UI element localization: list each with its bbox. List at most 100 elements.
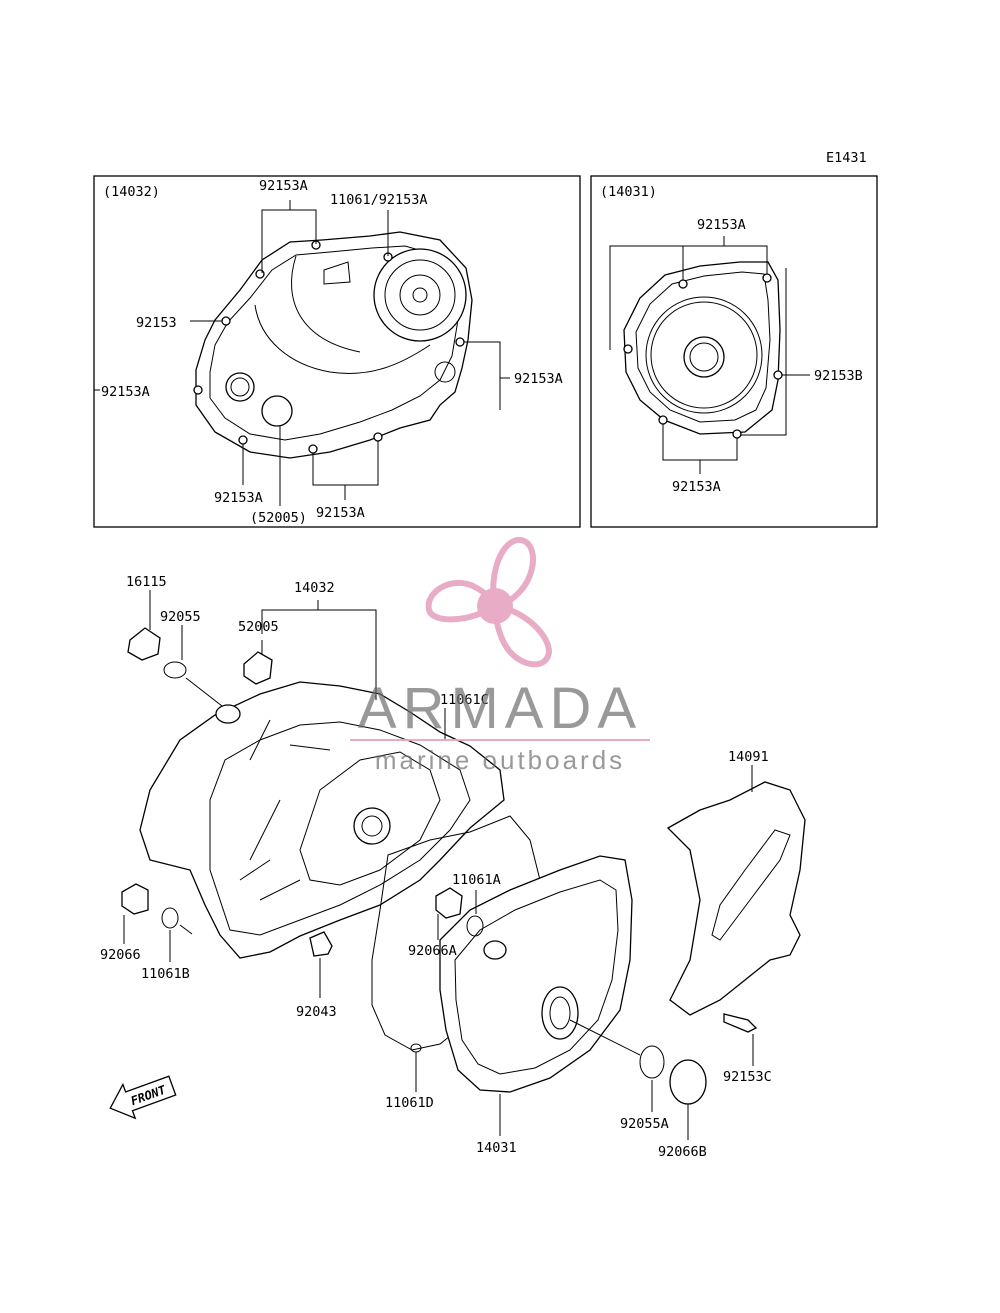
leader-92153A-top-right — [609, 236, 768, 350]
bolt-hole — [373, 432, 383, 442]
watermark-brand: ARMADA — [358, 676, 642, 741]
plug-hole-1-inner — [230, 377, 250, 397]
inset-left-frame — [93, 175, 581, 528]
plug-hole-2 — [261, 395, 293, 427]
label-14091: 14091 — [728, 749, 769, 765]
label-11061-92153A: 11061/92153A — [330, 192, 428, 208]
bolt-hole — [762, 273, 772, 283]
gen-cover-plug-inner — [689, 342, 719, 372]
plug-hole-1 — [225, 372, 255, 402]
label-92055: 92055 — [160, 609, 201, 625]
cover-rib — [254, 304, 431, 374]
bolt-92153C — [723, 1013, 758, 1033]
clutch-boss-inner — [399, 274, 441, 316]
watermark-logo: ARMADA marine outboards — [350, 537, 650, 775]
label-92066B: 92066B — [658, 1144, 707, 1160]
timing-hole — [541, 986, 579, 1040]
label-92153B: 92153B — [814, 368, 863, 384]
leader-92055-to-cover — [185, 677, 223, 707]
figure-code: E1431 — [826, 150, 867, 166]
label-16115: 16115 — [126, 574, 167, 590]
leader-92153B — [741, 268, 810, 436]
label-14032: 14032 — [294, 580, 335, 596]
gen-cover-dome-inner — [650, 301, 758, 409]
propeller-hub — [477, 588, 513, 624]
clutch-boss-center — [412, 287, 428, 303]
leader-92153A-bottom-right — [662, 424, 738, 474]
label-92153A-bottom-left: 92153A — [214, 490, 263, 506]
label-92153A-bottom: 92153A — [316, 505, 365, 521]
bolt-hole — [308, 444, 318, 454]
label-92153: 92153 — [136, 315, 177, 331]
leader-11061B-dash — [179, 924, 193, 935]
leader-timing-to-oring — [569, 1019, 641, 1056]
oil-seal-boss-inner — [361, 815, 383, 837]
propeller-blade — [491, 602, 553, 668]
label-11061D: 11061D — [385, 1095, 434, 1111]
exploded-view: 16115 92055 14032 52005 11061C 14091 110… — [100, 574, 806, 1160]
bolt-hole — [193, 385, 203, 395]
timing-hole-inner — [549, 996, 571, 1030]
cap-16115 — [127, 627, 161, 661]
chain-cover-slot — [711, 829, 791, 941]
label-92055A: 92055A — [620, 1116, 669, 1132]
bolt-hole — [658, 415, 668, 425]
propeller-icon — [425, 537, 553, 668]
inset-left-clutch-cover: (14032) 92153 — [93, 175, 581, 528]
cap-92066B — [669, 1059, 707, 1105]
watermark-tagline: marine outboards — [375, 745, 625, 775]
gen-cover-dome-outer — [645, 296, 763, 414]
label-11061A: 11061A — [452, 872, 501, 888]
o-ring-92055A — [639, 1045, 665, 1079]
generator-cover-14031 — [439, 855, 633, 1093]
label-92153C: 92153C — [723, 1069, 772, 1085]
clutch-boss-outer — [373, 248, 467, 342]
o-ring-92055 — [163, 661, 187, 679]
filler-hole — [215, 704, 241, 724]
generator-cover-rim — [454, 879, 619, 1075]
dowel-92043 — [309, 931, 333, 957]
front-arrow-shape — [109, 1075, 177, 1120]
clutch-cover-ribs — [239, 719, 331, 901]
leader-14032 — [261, 600, 377, 700]
inset-left-title: (14032) — [103, 184, 160, 200]
plug-92066A — [435, 887, 463, 919]
inset-right-title: (14031) — [600, 184, 657, 200]
label-92153A-right: 92153A — [514, 371, 563, 387]
label-92153A-top-right: 92153A — [697, 217, 746, 233]
bolt-hole — [623, 344, 633, 354]
label-92153A-bottom-right: 92153A — [672, 479, 721, 495]
cover-tab — [323, 261, 351, 285]
label-11061B: 11061B — [141, 966, 190, 982]
inset-right-frame — [590, 175, 878, 528]
o-ring-11061A — [466, 915, 484, 937]
bolt-hole — [238, 435, 248, 445]
bolt-hole — [732, 429, 742, 439]
bolt-hole — [221, 316, 231, 326]
bolt-hole — [255, 269, 265, 279]
leader-92153A-top — [261, 200, 317, 273]
cover-rib-2 — [291, 255, 361, 353]
chain-cover-14091 — [666, 781, 806, 1016]
leader-92153A-right — [464, 341, 510, 410]
leader-92153A-bottom — [312, 441, 379, 500]
gen-cover-rim — [635, 271, 771, 423]
oil-seal-boss — [353, 807, 391, 845]
clutch-cover-flange — [209, 721, 471, 936]
front-arrow: FRONT — [109, 1075, 177, 1120]
label-92153A-left: 92153A — [101, 384, 150, 400]
bolt-hole — [678, 279, 688, 289]
label-52005-paren: (52005) — [250, 510, 307, 526]
label-11061C: 11061C — [440, 692, 489, 708]
label-92066: 92066 — [100, 947, 141, 963]
bolt-hole — [455, 337, 465, 347]
plug-92066 — [121, 883, 149, 915]
label-52005: 52005 — [238, 619, 279, 635]
clutch-cover-inner — [299, 751, 441, 886]
bolt-hole — [773, 370, 783, 380]
label-92153A-top: 92153A — [259, 178, 308, 194]
o-ring-11061B — [161, 907, 179, 929]
clutch-cover-14032 — [139, 681, 505, 959]
label-14031: 14031 — [476, 1140, 517, 1156]
